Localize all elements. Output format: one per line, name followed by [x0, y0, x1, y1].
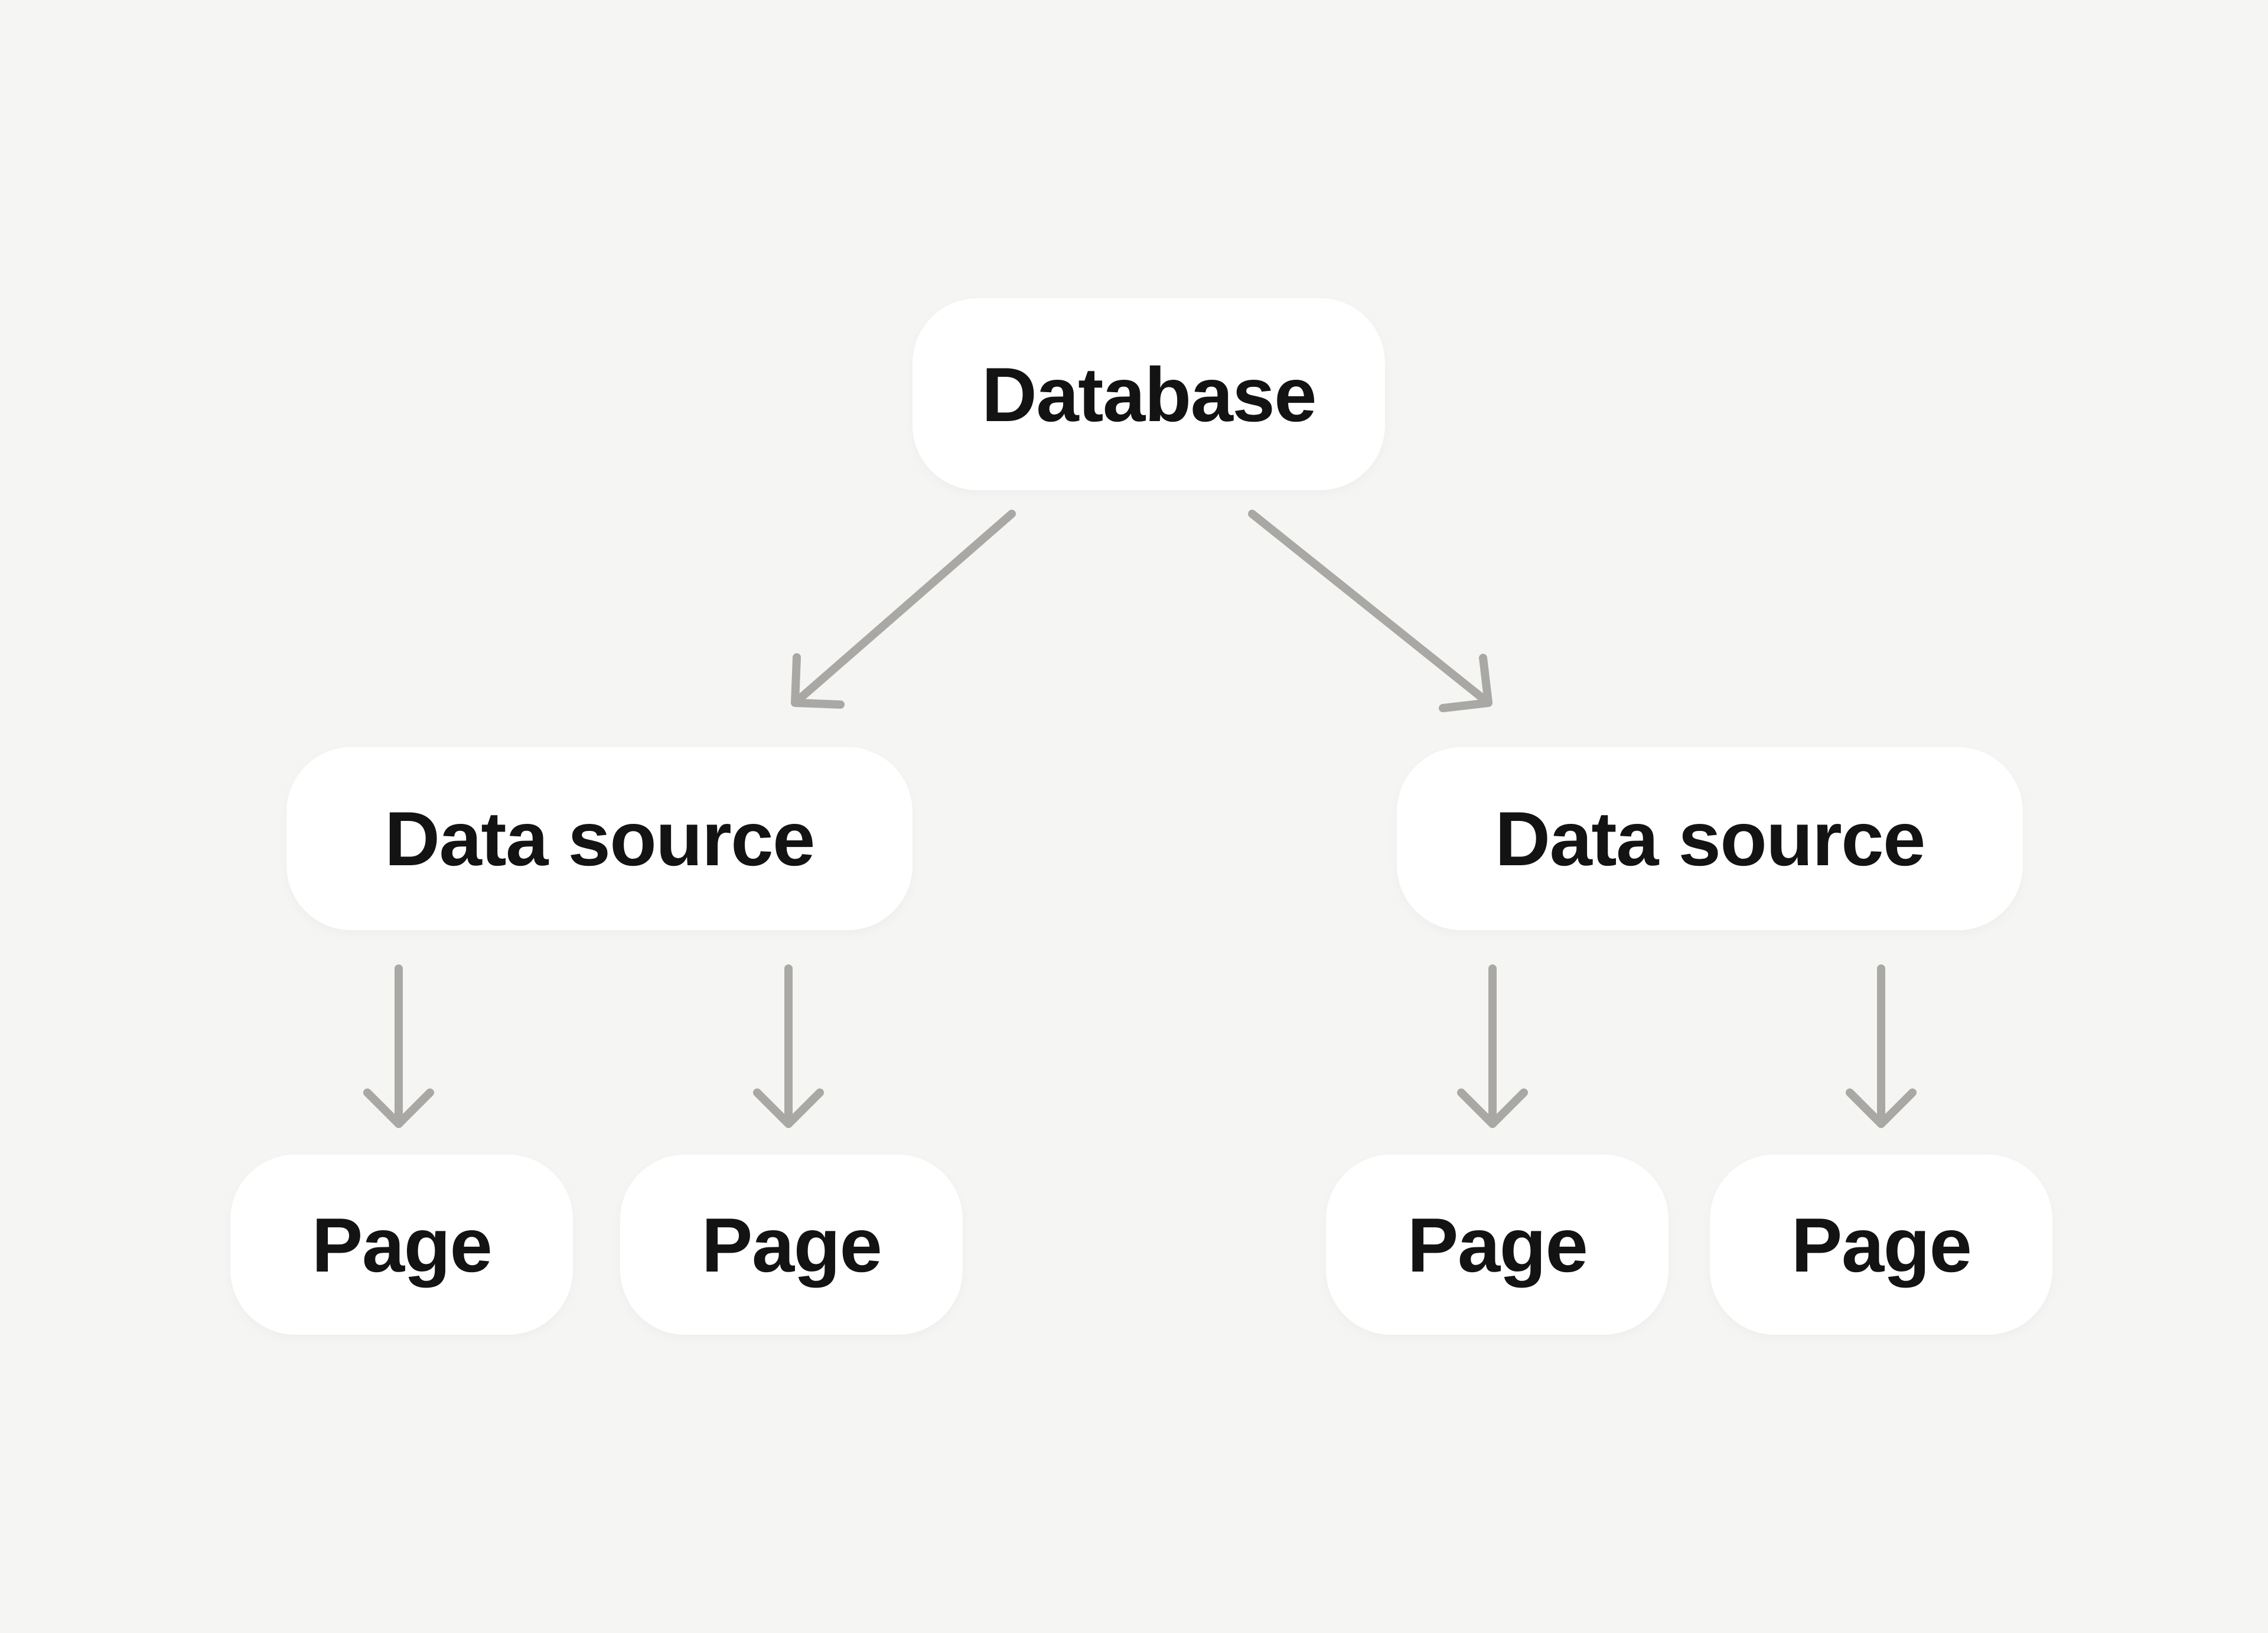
arrow-data-source-left-to-page-2: [753, 964, 824, 1128]
node-data-source-left: Data source: [286, 747, 913, 930]
arrow-database-to-data-source-right: [1248, 510, 1493, 712]
node-page-4-label: Page: [1791, 1201, 1972, 1288]
node-page-4: Page: [1710, 1155, 2052, 1335]
node-page-2: Page: [620, 1155, 963, 1335]
node-page-3: Page: [1326, 1155, 1669, 1335]
node-database-label: Database: [981, 351, 1317, 438]
arrow-data-source-right-to-page-3: [1457, 964, 1528, 1128]
node-data-source-left-label: Data source: [384, 796, 815, 882]
node-page-1: Page: [230, 1155, 573, 1335]
arrow-database-to-data-source-left: [791, 510, 1016, 709]
node-page-2-label: Page: [701, 1201, 882, 1288]
node-page-3-label: Page: [1407, 1201, 1588, 1288]
node-page-1-label: Page: [311, 1201, 493, 1288]
node-data-source-right-label: Data source: [1495, 796, 1925, 882]
node-database: Database: [913, 298, 1385, 490]
arrow-data-source-left-to-page-1: [363, 964, 434, 1128]
arrow-data-source-right-to-page-4: [1846, 964, 1917, 1128]
node-data-source-right: Data source: [1397, 747, 2023, 930]
